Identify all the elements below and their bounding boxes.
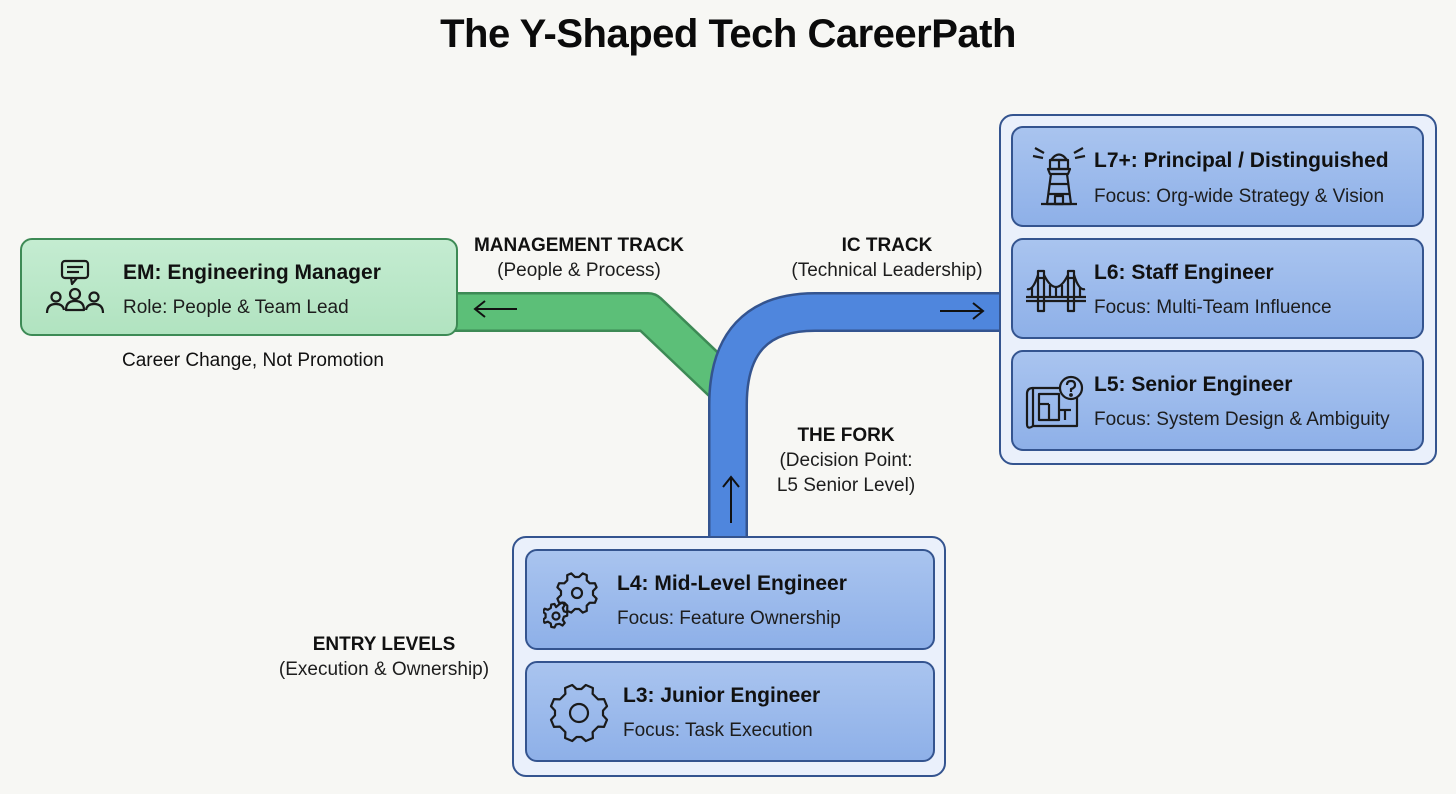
l4-card-subtitle: Focus: Feature Ownership <box>617 608 841 629</box>
management-track-label: MANAGEMENT TRACK (People & Process) <box>473 235 685 281</box>
l4-card: L4: Mid-Level Engineer Focus: Feature Ow… <box>525 549 935 650</box>
l6-card: L6: Staff Engineer Focus: Multi-Team Inf… <box>1011 238 1424 339</box>
l7-card-subtitle: Focus: Org-wide Strategy & Vision <box>1094 186 1385 207</box>
career-change-note: Career Change, Not Promotion <box>122 350 384 371</box>
diagram-title: The Y-Shaped Tech CareerPath <box>440 12 1016 56</box>
l5-card-subtitle: Focus: System Design & Ambiguity <box>1094 409 1390 430</box>
bridge-icon <box>1025 267 1087 315</box>
l6-card-subtitle: Focus: Multi-Team Influence <box>1094 297 1332 318</box>
l3-card: L3: Junior Engineer Focus: Task Executio… <box>525 661 935 762</box>
em-card-title: EM: Engineering Manager <box>123 261 381 284</box>
fork-label: THE FORK (Decision Point: L5 Senior Leve… <box>776 425 916 496</box>
l5-card: L5: Senior Engineer Focus: System Design… <box>1011 350 1424 451</box>
gears-icon <box>543 571 605 633</box>
lighthouse-icon <box>1029 146 1089 210</box>
em-card-subtitle: Role: People & Team Lead <box>123 297 349 318</box>
entry-levels-label: ENTRY LEVELS (Execution & Ownership) <box>278 634 490 680</box>
arrow-left-icon <box>473 300 517 318</box>
arrow-up-icon <box>722 475 740 523</box>
blueprint-question-icon <box>1025 374 1087 432</box>
l3-card-subtitle: Focus: Task Execution <box>623 720 813 741</box>
team-chat-icon <box>44 258 106 320</box>
l7-card: L7+: Principal / Distinguished Focus: Or… <box>1011 126 1424 227</box>
em-card: EM: Engineering Manager Role: People & T… <box>20 238 458 336</box>
l7-card-title: L7+: Principal / Distinguished <box>1094 149 1389 172</box>
gear-icon <box>549 683 609 743</box>
ic-track-label: IC TRACK (Technical Leadership) <box>791 235 983 281</box>
arrow-right-icon <box>940 302 985 320</box>
l5-card-title: L5: Senior Engineer <box>1094 373 1293 396</box>
l3-card-title: L3: Junior Engineer <box>623 684 821 707</box>
l6-card-title: L6: Staff Engineer <box>1094 261 1274 284</box>
l4-card-title: L4: Mid-Level Engineer <box>617 572 847 595</box>
